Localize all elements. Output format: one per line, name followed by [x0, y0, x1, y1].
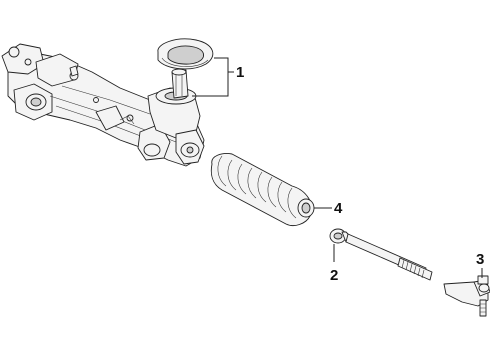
outer-tie-rod-end: [443, 275, 490, 317]
callout-1: 1: [236, 64, 244, 81]
leader-lines: [192, 57, 483, 278]
callout-4: 4: [334, 200, 343, 217]
callout-3: 3: [476, 251, 484, 268]
rack-boot-bellows: [210, 153, 315, 227]
inner-tie-rod: [329, 228, 433, 281]
column-seal: [157, 38, 214, 70]
steering-rack-housing: [1, 43, 205, 167]
callout-2: 2: [330, 267, 338, 284]
